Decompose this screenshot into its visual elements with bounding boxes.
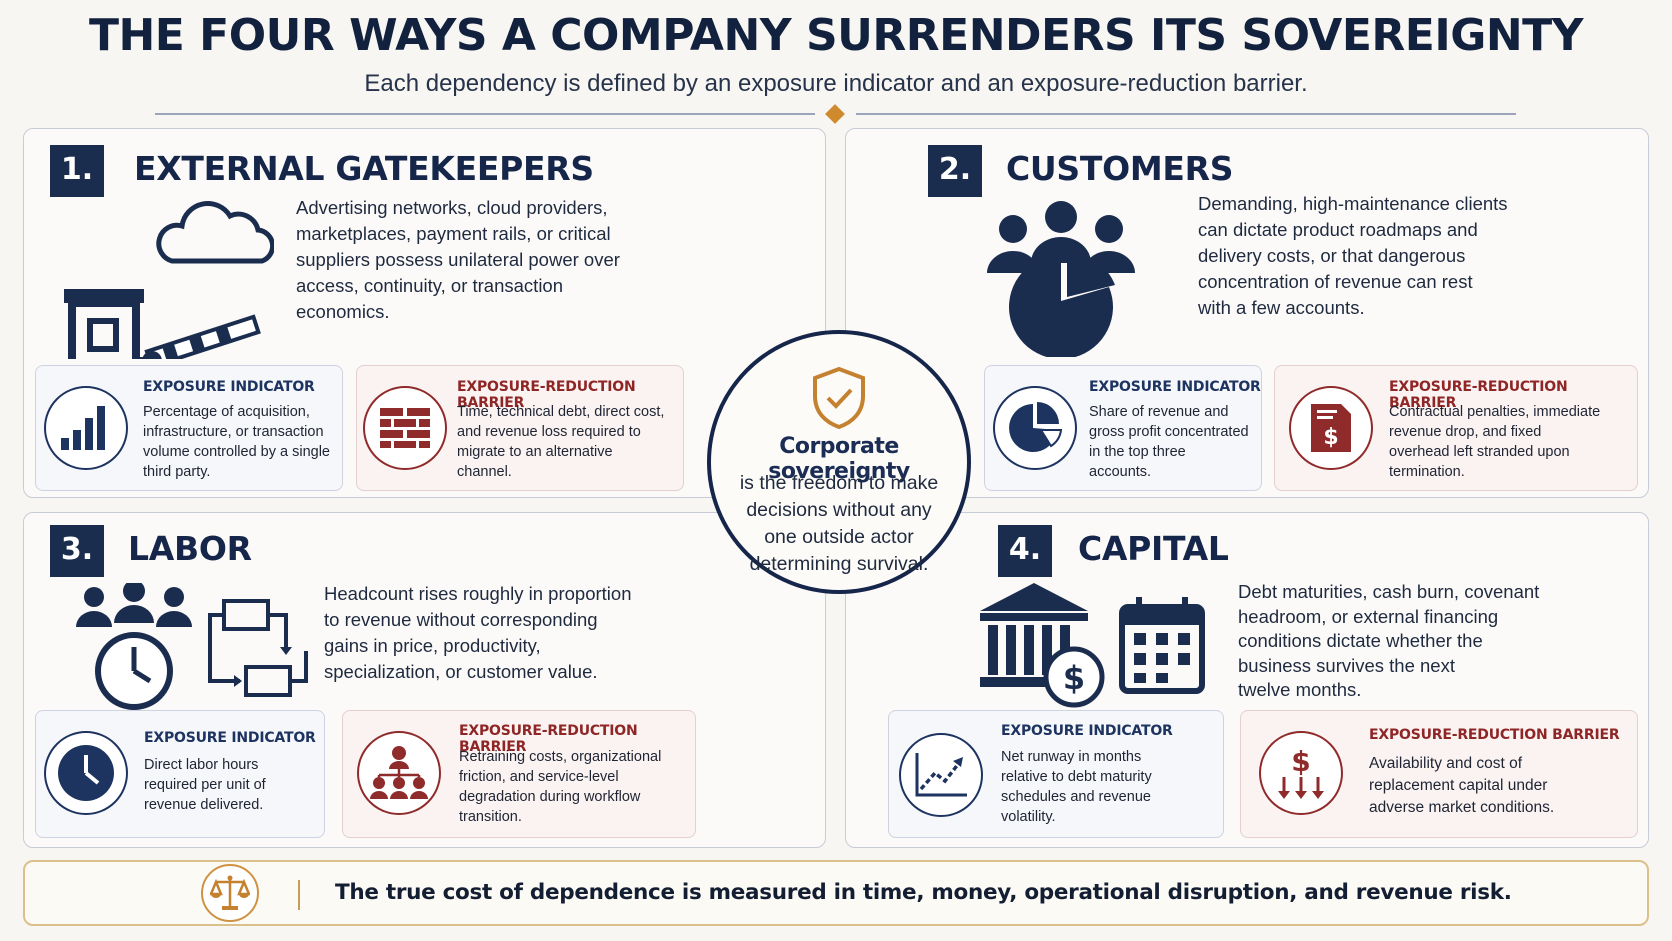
footer-banner: The true cost of dependence is measured … <box>23 860 1649 926</box>
svg-text:$: $ <box>1291 745 1310 778</box>
divider-left <box>155 113 815 115</box>
panel-title: CAPITAL <box>1078 529 1229 568</box>
page-subtitle: Each dependency is defined by an exposur… <box>364 70 1308 97</box>
exposure-barrier-card: $ EXPOSURE-REDUCTION BARRIER Contractual… <box>1274 365 1638 491</box>
card-title: EXPOSURE INDICATOR <box>1089 379 1261 395</box>
panel-title: EXTERNAL GATEKEEPERS <box>134 149 594 188</box>
divider-right <box>856 113 1516 115</box>
corporate-sovereignty-circle: Corporate sovereignty is the freedom to … <box>707 330 971 594</box>
panel-number: 2. <box>928 145 982 197</box>
bar-chart-icon <box>44 386 128 470</box>
svg-text:$: $ <box>1063 659 1085 697</box>
tollgate-cloud-icon <box>64 201 274 359</box>
shield-check-icon <box>813 366 865 430</box>
exposure-indicator-card: EXPOSURE INDICATOR Direct labor hours re… <box>35 710 325 838</box>
panel-number: 3. <box>50 525 104 577</box>
card-title: EXPOSURE-REDUCTION BARRIER <box>1369 727 1620 743</box>
panel-description: Demanding, high-maintenance clients can … <box>1198 193 1508 318</box>
card-text: Share of revenue and gross profit concen… <box>1089 404 1249 480</box>
card-title: EXPOSURE INDICATOR <box>1001 723 1173 739</box>
clock-icon <box>44 731 128 815</box>
exposure-indicator-card: EXPOSURE INDICATOR Share of revenue and … <box>984 365 1262 491</box>
exposure-indicator-card: EXPOSURE INDICATOR Percentage of acquisi… <box>35 365 343 491</box>
panel-number: 1. <box>50 145 104 197</box>
customers-pie-icon <box>987 201 1135 357</box>
footer-text: The true cost of dependence is measured … <box>335 880 1512 905</box>
card-text: Percentage of acquisition, infrastructur… <box>143 404 330 480</box>
card-text: Net runway in months relative to debt ma… <box>1001 749 1152 825</box>
card-text: Retraining costs, organizational frictio… <box>459 749 662 825</box>
card-text: Contractual penalties, immediate revenue… <box>1389 404 1601 480</box>
card-title: EXPOSURE-REDUCTION BARRIER <box>1389 379 1568 411</box>
brick-wall-icon <box>363 386 447 470</box>
center-title: Corporate sovereignty <box>768 434 910 484</box>
card-text: Direct labor hours required per unit of … <box>144 757 266 813</box>
dollar-down-arrows-icon: $ <box>1259 731 1343 815</box>
org-chart-icon <box>357 731 441 815</box>
exposure-barrier-card: $ EXPOSURE-REDUCTION BARRIER Availabilit… <box>1240 710 1638 838</box>
card-text: Availability and cost of replacement cap… <box>1369 755 1555 816</box>
center-text: is the freedom to make decisions without… <box>739 472 939 575</box>
page-title: THE FOUR WAYS A COMPANY SURRENDERS ITS S… <box>88 10 1584 61</box>
bank-calendar-icon: $ <box>980 583 1205 708</box>
panel-description: Headcount rises roughly in proportion to… <box>324 583 632 682</box>
trend-line-icon <box>899 733 983 817</box>
panel-number: 4. <box>998 525 1052 577</box>
footer-separator <box>298 880 300 910</box>
scales-icon <box>201 864 259 922</box>
panel-description: Debt maturities, cash burn, covenant hea… <box>1238 581 1540 700</box>
divider-diamond <box>825 104 845 124</box>
panel-title: CUSTOMERS <box>1006 149 1234 188</box>
svg-text:$: $ <box>1323 425 1338 450</box>
card-title: EXPOSURE INDICATOR <box>144 730 316 746</box>
card-title: EXPOSURE-REDUCTION BARRIER <box>459 723 638 755</box>
card-text: Time, technical debt, direct cost, and r… <box>457 404 665 480</box>
workers-clock-workflow-icon <box>76 583 308 710</box>
exposure-barrier-card: EXPOSURE-REDUCTION BARRIER Time, technic… <box>356 365 684 491</box>
card-title: EXPOSURE INDICATOR <box>143 379 315 395</box>
panel-description: Advertising networks, cloud providers, m… <box>296 197 620 322</box>
exposure-barrier-card: EXPOSURE-REDUCTION BARRIER Retraining co… <box>342 710 696 838</box>
panel-title: LABOR <box>128 529 252 568</box>
card-title: EXPOSURE-REDUCTION BARRIER <box>457 379 636 411</box>
pie-chart-icon <box>993 386 1077 470</box>
exposure-indicator-card: EXPOSURE INDICATOR Net runway in months … <box>888 710 1224 838</box>
contract-dollar-icon: $ <box>1289 386 1373 470</box>
